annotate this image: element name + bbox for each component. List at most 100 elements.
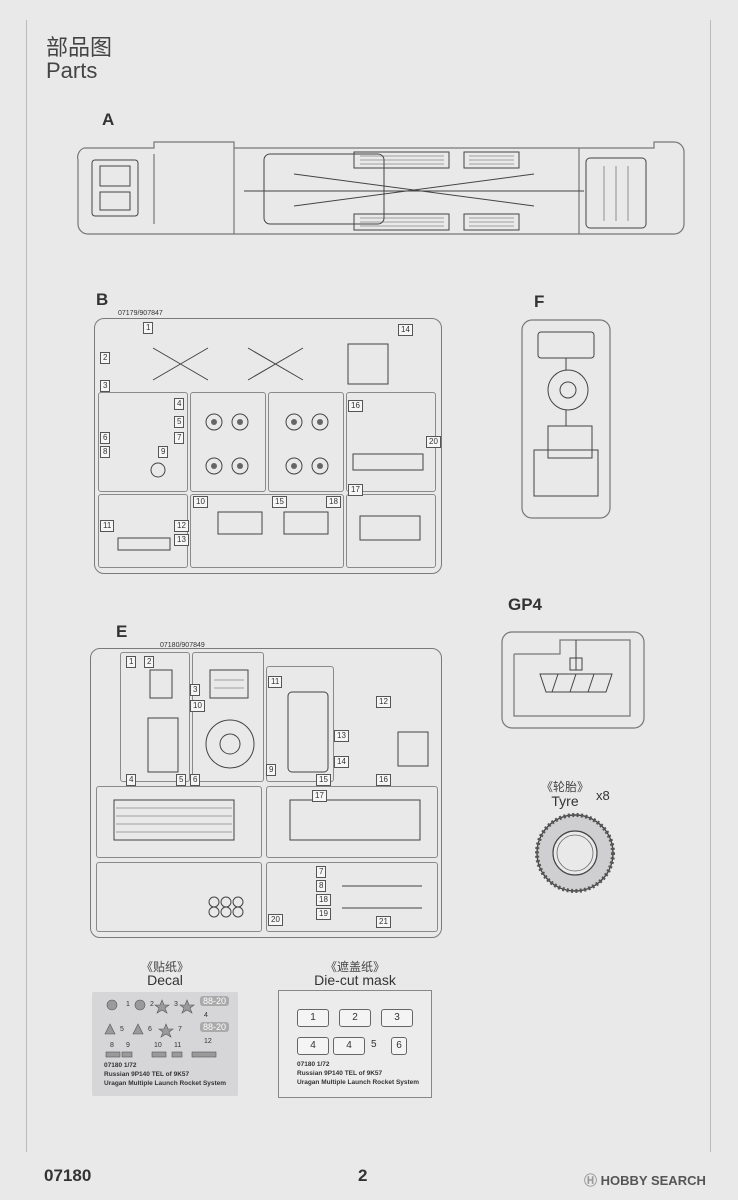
sprue-b-cell: [98, 392, 188, 492]
mask-cell: 4: [297, 1037, 329, 1055]
mask-cell: 2: [339, 1009, 371, 1027]
sprue-b-cell: [346, 494, 436, 568]
part-number: 12: [174, 520, 189, 532]
decal-badge: 88-20: [200, 1022, 230, 1032]
page-number: 2: [358, 1166, 368, 1185]
mask-info-line1: 07180 1/72: [297, 1061, 330, 1068]
sprue-e-frame: [90, 648, 442, 938]
part-number: 17: [312, 790, 327, 802]
sprue-b-cell: [268, 392, 344, 492]
mask-cell-label: 5: [371, 1039, 377, 1050]
part-number: 5: [176, 774, 187, 786]
sprue-b-label: B: [96, 290, 109, 309]
sprue-e-cell: [266, 786, 438, 858]
part-number: 11: [268, 676, 283, 688]
sprue-f-label: F: [534, 292, 545, 311]
part-number: 1: [143, 322, 154, 334]
tyre-quantity: x8: [596, 788, 610, 803]
part-number: 7: [174, 432, 185, 444]
sprue-e-parts: [113, 669, 429, 918]
part-number: 2: [144, 656, 155, 668]
decal-graphics: [104, 999, 217, 1058]
sprue-gp4-label: GP4: [508, 595, 543, 614]
part-number: 9: [266, 764, 277, 776]
sprue-e-cell: [96, 862, 262, 932]
decal-number: 7: [178, 1026, 182, 1033]
decal-number: 9: [126, 1042, 130, 1049]
part-number: 13: [174, 534, 189, 546]
part-number: 21: [376, 916, 391, 928]
left-margin-line: [26, 20, 27, 1152]
part-number: 14: [334, 756, 349, 768]
part-number: 18: [316, 894, 331, 906]
part-number: 18: [326, 496, 341, 508]
title-chinese: 部品图: [46, 36, 113, 61]
sprue-f-drawing: [521, 319, 611, 519]
part-number: 11: [100, 520, 115, 532]
part-number: 14: [398, 324, 413, 336]
part-number: 1: [126, 656, 137, 668]
part-number: 13: [334, 730, 349, 742]
watermark-logo: Ⓗ HOBBY SEARCH: [584, 1170, 706, 1189]
part-number: 12: [376, 696, 391, 708]
mask-label-cn: 《遮盖纸》: [324, 960, 385, 974]
part-number: 2: [100, 352, 111, 364]
part-number: 9: [158, 446, 169, 458]
part-number: 16: [348, 400, 363, 412]
decal-number: 6: [148, 1026, 152, 1033]
part-number: 16: [376, 774, 391, 786]
right-margin-line: [710, 20, 711, 1152]
decal-badge: 88-20: [200, 996, 230, 1006]
sprue-e-cell: [192, 652, 264, 782]
mask-sheet: 1 2 3 4 4 5 6 07180 1/72 Russian 9P140 T…: [278, 990, 432, 1098]
title-english: Parts: [46, 58, 98, 83]
decal-info-line3: Uragan Multiple Launch Rocket System: [104, 1080, 227, 1087]
decal-info-line2: Russian 9P140 TEL of 9K57: [104, 1071, 190, 1078]
decal-number: 2: [150, 1001, 154, 1008]
tyre-icon: [535, 813, 615, 893]
watermark-text: HOBBY SEARCH: [600, 1173, 706, 1188]
mask-info-line2: Russian 9P140 TEL of 9K57: [297, 1070, 383, 1077]
product-code: 07180: [44, 1166, 92, 1185]
mask-info-line3: Uragan Multiple Launch Rocket System: [297, 1079, 420, 1086]
sprue-e-cell: [266, 862, 438, 932]
sprue-e-cell: [266, 666, 334, 782]
mask-cell: 4: [333, 1037, 365, 1055]
part-number: 3: [100, 380, 111, 392]
sprue-e-cell: [120, 652, 190, 782]
decal-number: 4: [204, 1012, 208, 1019]
part-number: 8: [316, 880, 327, 892]
mask-cell: 1: [297, 1009, 329, 1027]
part-number: 20: [426, 436, 441, 448]
sprue-a-label: A: [102, 110, 115, 129]
sprue-e-cell: [96, 786, 262, 858]
part-number: 20: [268, 914, 283, 926]
mask-cell: 3: [381, 1009, 413, 1027]
part-number: 5: [174, 416, 185, 428]
tyre-label-en: Tyre: [551, 793, 579, 809]
part-number: 17: [348, 484, 363, 496]
part-number: 15: [272, 496, 287, 508]
decal-label-cn: 《贴纸》: [140, 960, 189, 974]
part-number: 10: [190, 700, 205, 712]
decal-number: 11: [174, 1042, 182, 1049]
sprue-b-cell: [190, 494, 344, 568]
part-number: 6: [190, 774, 201, 786]
sprue-b-frame: [94, 318, 442, 574]
part-number: 15: [316, 774, 331, 786]
sprue-b-parts: [117, 343, 424, 551]
decal-sheet: 88-20 88-20 1 2 3 4 5 6 7 8 9 10 11 12 0…: [92, 992, 238, 1096]
decal-label-en: Decal: [147, 972, 183, 988]
part-number: 19: [316, 908, 331, 920]
sprue-e-code: 07180/907849: [160, 642, 205, 649]
decal-number: 8: [110, 1042, 114, 1049]
mask-cell: 6: [391, 1037, 407, 1055]
sprue-b-cell: [190, 392, 266, 492]
decal-info-line1: 07180 1/72: [104, 1062, 137, 1069]
part-number: 10: [193, 496, 208, 508]
part-number: 7: [316, 866, 327, 878]
part-number: 3: [190, 684, 201, 696]
sprue-gp4-drawing: [501, 631, 645, 729]
decal-number: 10: [154, 1042, 162, 1049]
decal-number: 5: [120, 1026, 124, 1033]
